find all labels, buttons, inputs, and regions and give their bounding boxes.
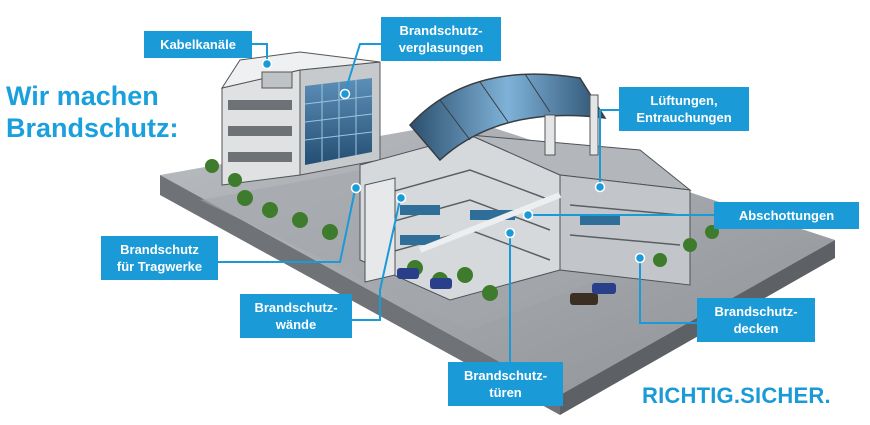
callout-tueren-line-1: Brandschutz- [463, 368, 548, 383]
callout-abschottungen-text: Abschottungen [738, 208, 835, 223]
callout-tragwerke-line-2: für Tragwerke [116, 259, 203, 274]
callout-leaders [218, 43, 714, 362]
callout-tueren-line-2: türen [489, 385, 522, 400]
callout-lueftungen-line-2: Entrauchungen [636, 110, 732, 125]
leader-dots [261, 58, 646, 264]
callout-decken-line-2: decken [733, 321, 779, 336]
headline-line-1: Wir machen [6, 81, 159, 111]
callout-brandschutzdecken: Brandschutz- decken [697, 298, 815, 342]
callout-tragwerke-line-1: Brandschutz [120, 242, 199, 257]
callout-brandschutztueren: Brandschutz- türen [448, 362, 563, 406]
callout-kabelkanaele-text: Kabelkanäle [160, 37, 236, 52]
callout-abschottungen: Abschottungen [714, 202, 859, 229]
callout-waende-line-1: Brandschutz- [254, 300, 338, 315]
callout-lueftungen-line-1: Lüftungen, [650, 93, 718, 108]
cars [397, 268, 616, 305]
callout-brandschutzverglasungen: Brandschutz- verglasungen [381, 17, 501, 61]
callout-kabelkanaele: Kabelkanäle [144, 31, 252, 58]
callout-lueftungen-entrauchungen: Lüftungen, Entrauchungen [619, 87, 749, 131]
callout-brandschutzwaende: Brandschutz- wände [240, 294, 352, 338]
callout-verglasungen-line-2: verglasungen [398, 40, 484, 55]
headline: Wir machen Brandschutz: [6, 80, 179, 144]
headline-line-2: Brandschutz: [6, 113, 179, 143]
slogan: RICHTIG.SICHER. [642, 383, 831, 408]
office-tower [220, 51, 381, 186]
callout-verglasungen-line-1: Brandschutz- [399, 23, 483, 38]
callout-decken-line-1: Brandschutz- [714, 304, 798, 319]
callout-waende-line-2: wände [275, 317, 317, 332]
callout-brandschutz-tragwerke: Brandschutz für Tragwerke [101, 236, 218, 280]
